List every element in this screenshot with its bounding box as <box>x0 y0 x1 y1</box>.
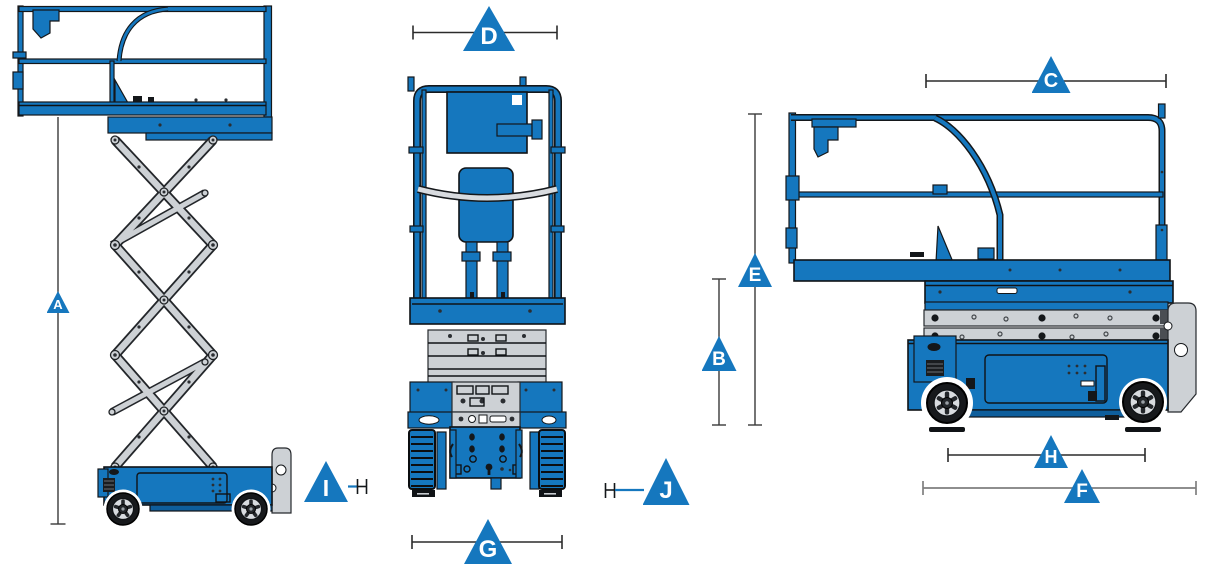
dimension-marker-letter: J <box>659 477 673 504</box>
scissor-stack-front <box>427 329 547 384</box>
dimension-marker-letter: H <box>1044 447 1058 467</box>
view-side-stowed <box>712 74 1197 495</box>
dimension-marker-letter: E <box>748 265 762 286</box>
wheel <box>106 492 140 526</box>
console <box>458 167 514 243</box>
dimension-marker-c: C <box>1031 56 1071 93</box>
dimension-marker-f: F <box>1064 469 1100 503</box>
scissor-arms-extended <box>108 135 219 472</box>
dimension-marker-i: I <box>304 461 348 502</box>
dimension-marker-letter: F <box>1076 481 1088 502</box>
lanyard-bar <box>416 185 558 202</box>
platform-extended <box>12 5 273 141</box>
console-legs <box>461 241 512 303</box>
dimension-line-a <box>50 117 66 525</box>
dimension-marker-g: G <box>464 519 512 564</box>
wheel <box>926 382 968 424</box>
chassis-stowed <box>907 302 1197 432</box>
wheel <box>234 492 268 526</box>
dimension-marker-j: J <box>642 458 690 505</box>
dimension-marker-letter: I <box>322 475 330 501</box>
dimension-marker-h: H <box>1034 435 1068 468</box>
view-front <box>407 25 644 549</box>
dimension-marker-a: A <box>46 291 70 313</box>
dimension-marker-e: E <box>738 253 772 287</box>
wheel-front-left <box>408 429 436 490</box>
dimension-marker-letter: C <box>1043 70 1059 92</box>
view-side-extended <box>12 5 368 529</box>
chassis-extended <box>97 447 292 529</box>
dimension-leader-j <box>604 483 644 498</box>
dimension-line-f <box>922 481 1197 495</box>
dimension-marker-d: D <box>463 6 515 51</box>
dimension-marker-b: B <box>701 336 737 371</box>
dimension-marker-letter: G <box>478 536 498 563</box>
wheel-front-right <box>538 429 566 490</box>
dimension-marker-letter: A <box>53 297 63 312</box>
dimension-marker-letter: D <box>480 23 498 50</box>
control-box <box>446 91 543 154</box>
chassis-front <box>407 381 567 497</box>
dimension-leader-i <box>348 479 368 494</box>
wheel <box>1122 381 1164 423</box>
platform-stowed <box>785 103 1174 304</box>
dimension-marker-letter: B <box>712 349 726 370</box>
platform-deck-front <box>409 297 566 325</box>
